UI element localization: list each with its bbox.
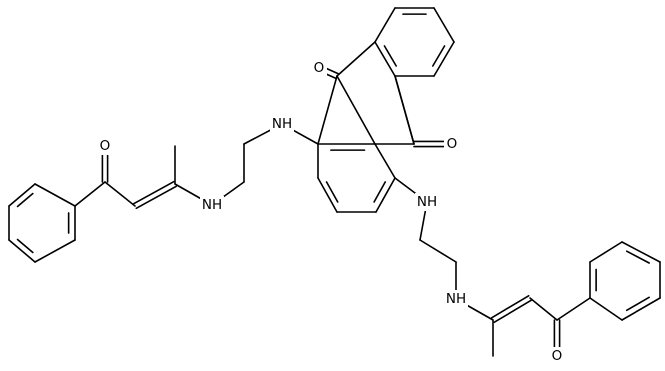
bond-13	[317, 177, 338, 213]
bond-42	[8, 183, 36, 207]
bond-48	[16, 238, 34, 254]
atom-label-o10: O	[447, 136, 458, 152]
bond-56	[490, 294, 530, 319]
bond-63	[621, 241, 661, 263]
bond-4	[374, 41, 396, 77]
bond-9	[336, 41, 376, 77]
bond-57	[529, 297, 558, 321]
bond-18	[325, 181, 339, 203]
bond-10	[336, 75, 376, 145]
bond-5	[374, 7, 396, 43]
atom-label-n4: NH	[446, 291, 466, 307]
atom-o-right-carbonyl: O	[549, 347, 565, 365]
atom-label-n1: NH	[272, 116, 292, 132]
bond-27	[394, 75, 415, 145]
bond-layer	[8, 7, 661, 357]
atom-label-o-left: O	[100, 138, 111, 154]
atom-n4: NH	[444, 290, 468, 308]
bond-2	[433, 41, 455, 77]
bond-68	[625, 250, 650, 264]
bond-36	[135, 185, 178, 210]
atom-label-o-right: O	[552, 348, 563, 364]
bond-51	[419, 239, 457, 263]
bond-15	[375, 177, 396, 213]
atom-n2: NH	[415, 193, 439, 211]
atom-n1: NH	[270, 115, 294, 133]
bond-66	[589, 297, 623, 321]
bond-37	[104, 181, 136, 207]
bond-44	[8, 239, 36, 263]
bond-19	[373, 181, 387, 203]
bond-65	[621, 297, 661, 321]
atom-o10: O	[444, 135, 460, 153]
bond-47	[16, 192, 34, 208]
atom-label-n3: NH	[202, 197, 222, 213]
bond-62	[589, 241, 623, 263]
atom-label-layer: O O NH NH NH NH	[97, 59, 565, 365]
bond-1	[433, 7, 455, 43]
bond-25	[317, 75, 338, 145]
bond-41	[34, 183, 76, 207]
bond-55	[493, 299, 533, 324]
bond-40	[74, 181, 106, 207]
atom-o-left-carbonyl: O	[97, 137, 113, 155]
bond-45	[34, 239, 76, 263]
bond-7	[431, 45, 446, 67]
bond-35	[132, 180, 175, 205]
bond-69	[625, 296, 650, 312]
atom-o9: O	[311, 59, 327, 77]
atom-label-o9: O	[314, 60, 325, 76]
bond-8	[383, 45, 398, 67]
bond-16	[374, 143, 396, 179]
bond-60	[556, 297, 591, 321]
atom-label-n2: NH	[417, 194, 437, 210]
atom-n3: NH	[200, 196, 224, 214]
